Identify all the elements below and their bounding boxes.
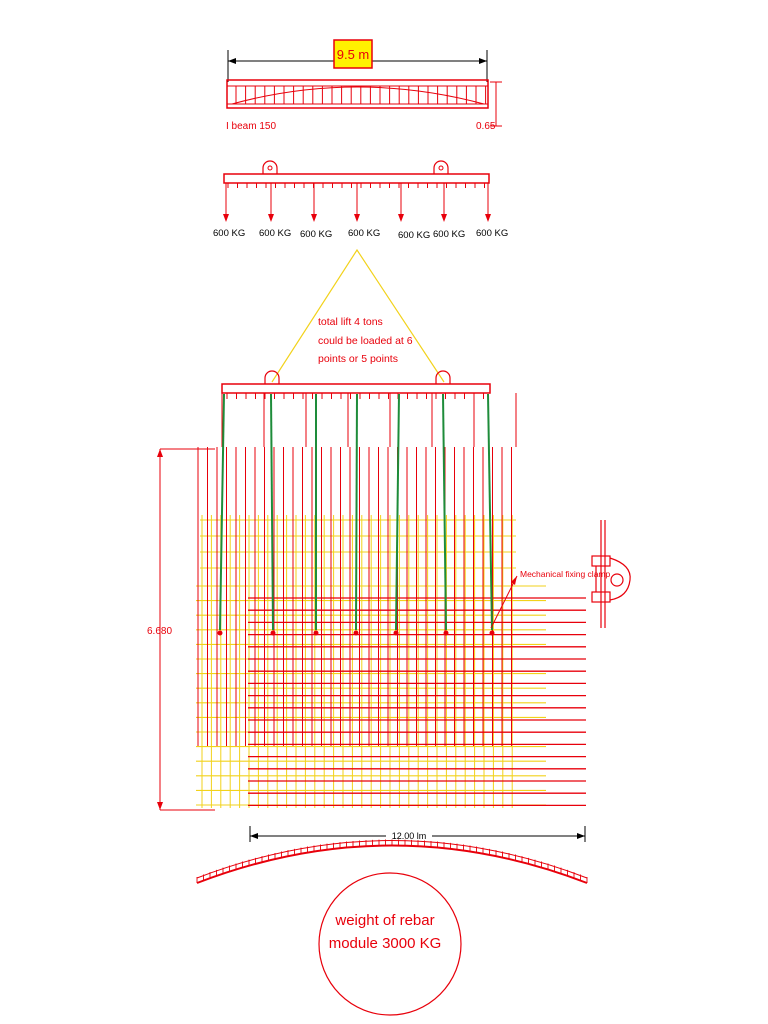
- span-label: 9.5 m: [337, 47, 370, 62]
- width-arrow-right-icon: [577, 833, 585, 839]
- top-beam: [226, 79, 489, 109]
- beam-label: I beam 150: [226, 121, 276, 132]
- clamp-point-icon: [489, 630, 495, 636]
- load-beam: [223, 173, 490, 184]
- weight-circle: [318, 872, 462, 1016]
- height-arrow-top-icon: [157, 449, 163, 457]
- lifting-eye-icon: [264, 370, 280, 384]
- height-label: 6.680: [147, 626, 172, 637]
- load-arrow-icon: [268, 214, 274, 222]
- load-label: 600 KG: [476, 228, 508, 239]
- clamp-point-icon: [353, 630, 359, 636]
- curved-frame: [196, 839, 588, 884]
- span-arrow-left-icon: [228, 58, 236, 64]
- lifting-eye-icon: [433, 160, 449, 174]
- width-arrow-left-icon: [250, 833, 258, 839]
- height-dimension: 6.680: [147, 448, 215, 811]
- span-label-box: [333, 39, 373, 69]
- height-arrow-bottom-icon: [157, 802, 163, 810]
- sling-line: [219, 393, 225, 631]
- sling-line: [487, 393, 493, 631]
- lifting-beam: [221, 383, 491, 394]
- red-horizontal-bars: [248, 597, 586, 807]
- load-arrow-icon: [398, 214, 404, 222]
- sling-line: [355, 393, 358, 631]
- top-beam-stiffeners: [235, 86, 487, 104]
- note-line-3: points or 5 points: [318, 353, 398, 365]
- load-arrow-icon: [223, 214, 229, 222]
- top-beam-camber-curve: [231, 86, 485, 105]
- sling-line: [270, 393, 274, 631]
- note-line-2: could be loaded at 6: [318, 335, 413, 347]
- load-label: 600 KG: [348, 228, 380, 239]
- clamp-point-icon: [313, 630, 319, 636]
- green-sling-lines: [217, 393, 495, 636]
- load-arrows: [223, 183, 491, 222]
- clamp-label: Mechanical fixing clamp: [520, 569, 611, 579]
- load-arrow-icon: [354, 214, 360, 222]
- load-label: 600 KG: [259, 228, 291, 239]
- beam-height-label: 0.65: [476, 121, 496, 132]
- note-triangle: [271, 248, 445, 383]
- span-arrow-right-icon: [479, 58, 487, 64]
- weight-callout: weight of rebar module 3000 KG: [318, 872, 462, 1016]
- width-label: 12.00 lm: [392, 831, 427, 841]
- clamp-detail-icon: [591, 520, 631, 628]
- load-arrow-icon: [311, 214, 317, 222]
- load-label: 600 KG: [398, 230, 430, 241]
- lifting-eye-icon: [262, 160, 278, 174]
- width-dimension: 12.00 lm: [249, 826, 586, 842]
- clamp-point-icon: [443, 630, 449, 636]
- weight-line-2: module 3000 KG: [329, 935, 442, 952]
- lifting-beam-ticks: [226, 393, 484, 399]
- note-group: total lift 4 tons could be loaded at 6 p…: [271, 248, 445, 383]
- yellow-vertical-bars: [201, 515, 513, 808]
- lifting-beam-group: [221, 370, 491, 399]
- clamp-point-icon: [217, 630, 223, 636]
- clamp-point-icon: [393, 630, 399, 636]
- load-arrow-icon: [441, 214, 447, 222]
- clamp-point-icon: [270, 630, 276, 636]
- weight-line-1: weight of rebar: [334, 912, 434, 929]
- clamp-callout: Mechanical fixing clamp: [490, 569, 611, 629]
- rebar-module: [196, 393, 586, 808]
- note-line-1: total lift 4 tons: [318, 316, 383, 328]
- sling-line: [395, 393, 400, 631]
- load-label: 600 KG: [300, 229, 332, 240]
- load-arrow-icon: [485, 214, 491, 222]
- load-label: 600 KG: [213, 228, 245, 239]
- top-beam-group: 9.5 m I beam 150 0.65: [226, 39, 502, 132]
- sling-line: [442, 393, 447, 631]
- lifting-eye-icon: [435, 370, 451, 384]
- load-label: 600 KG: [433, 229, 465, 240]
